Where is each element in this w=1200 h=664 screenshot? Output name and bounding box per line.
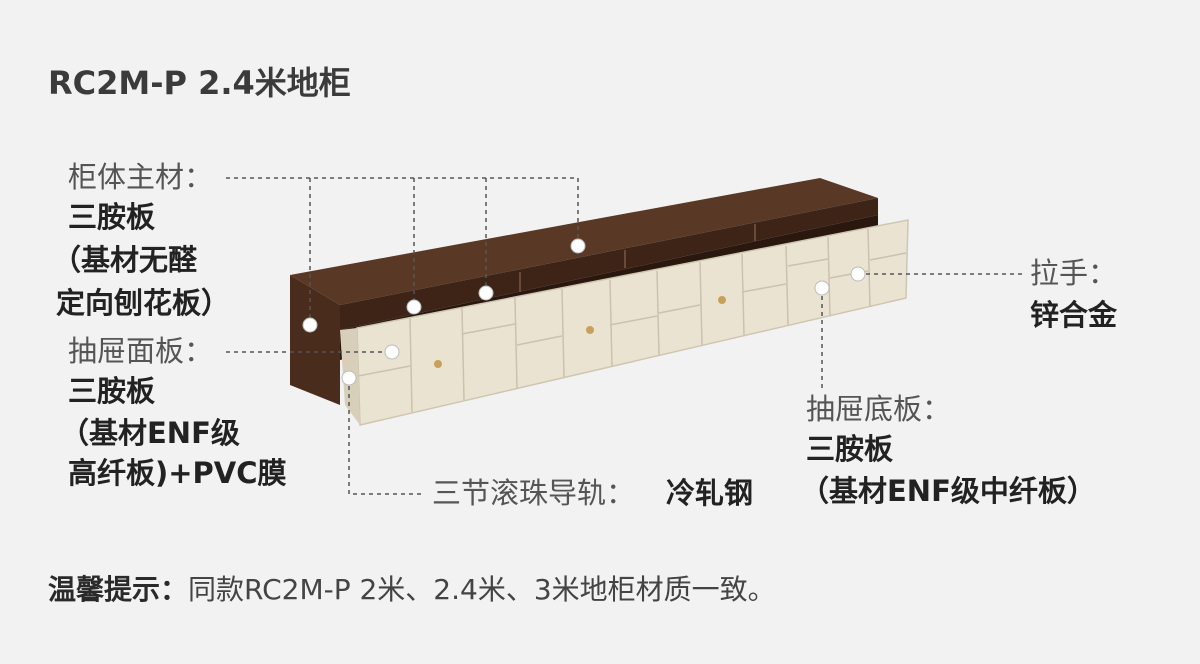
callout-dot bbox=[478, 285, 494, 301]
handle-knob-icon bbox=[434, 360, 442, 368]
drawer-bottom-value-line2: （基材ENF级中纤板） bbox=[800, 474, 1096, 508]
handle-knob-icon bbox=[586, 326, 594, 334]
drawer-face-value-line3: 高纤板)+PVC膜 bbox=[68, 456, 287, 490]
callout-dot bbox=[302, 317, 318, 333]
drawer-face-value-line2: （基材ENF级 bbox=[60, 416, 240, 450]
drawer-face-label: 抽屉面板： bbox=[68, 334, 214, 368]
callout-dot bbox=[406, 299, 422, 315]
leader-lines bbox=[226, 177, 1022, 495]
cabinet-material-value-line2: （基材无醛 bbox=[52, 243, 198, 277]
drawer-bottom-label: 抽屉底板： bbox=[806, 392, 952, 426]
tip-text: 同款RC2M-P 2米、2.4米、3米地柜材质一致。 bbox=[188, 573, 776, 606]
rail-label: 三节滚珠导轨： bbox=[432, 476, 636, 510]
tip-note: 温馨提示：同款RC2M-P 2米、2.4米、3米地柜材质一致。 bbox=[48, 568, 776, 608]
callout-dot bbox=[384, 344, 400, 360]
handle-value: 锌合金 bbox=[1030, 298, 1118, 332]
cabinet-material-label: 柜体主材： bbox=[68, 160, 214, 194]
page-title: RC2M-P 2.4米地柜 bbox=[48, 64, 351, 102]
callout-dot bbox=[814, 280, 830, 296]
handle-knob-icon bbox=[718, 296, 726, 304]
cabinet-material-value-line3: 定向刨花板） bbox=[56, 286, 231, 320]
callout-dot bbox=[850, 266, 866, 282]
handle-label: 拉手： bbox=[1030, 256, 1118, 290]
callout-dot bbox=[570, 238, 586, 254]
tip-key: 温馨提示： bbox=[48, 573, 189, 606]
cabinet-front bbox=[290, 275, 340, 405]
cabinet-body bbox=[340, 198, 878, 330]
callout-dots bbox=[302, 238, 866, 386]
drawer-front bbox=[356, 219, 909, 426]
callout-dot bbox=[341, 370, 357, 386]
drawer-bottom-value-line1: 三胺板 bbox=[806, 432, 894, 466]
drawer-face-value-line1: 三胺板 bbox=[68, 374, 156, 408]
cabinet-material-value-line1: 三胺板 bbox=[68, 200, 156, 234]
rail-value: 冷轧钢 bbox=[666, 476, 754, 510]
